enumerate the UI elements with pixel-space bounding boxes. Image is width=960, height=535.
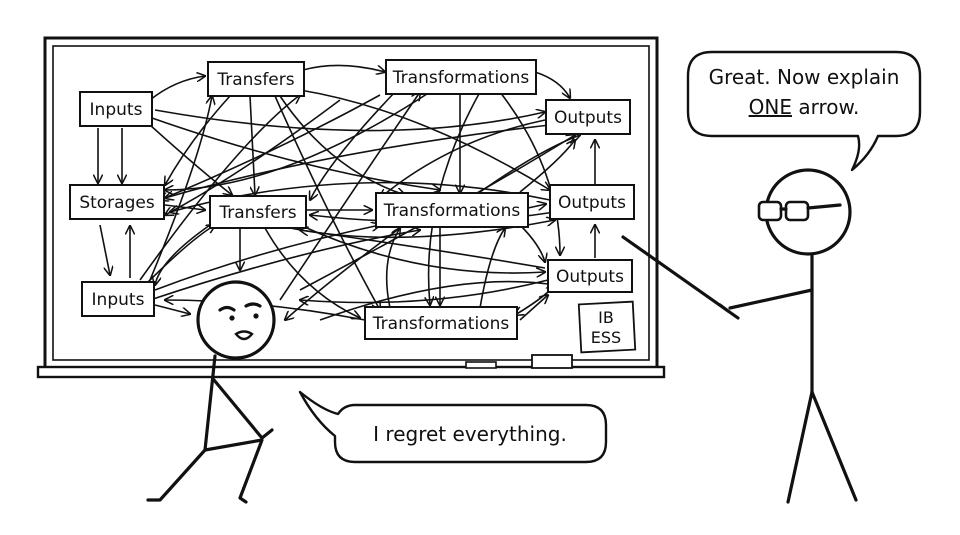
arrow bbox=[527, 204, 546, 208]
student-head bbox=[196, 280, 276, 360]
box-label: Transfers bbox=[218, 203, 296, 223]
arrow bbox=[139, 95, 300, 281]
box-label: Transformations bbox=[383, 201, 521, 221]
box-label: Outputs bbox=[556, 267, 624, 287]
teacher-speech-bubble: Great. Now explain ONE arrow. bbox=[686, 50, 922, 172]
student-left-brow bbox=[218, 305, 236, 312]
arrow bbox=[154, 304, 190, 314]
arrow bbox=[154, 225, 380, 291]
arrow bbox=[519, 224, 545, 262]
arrow bbox=[99, 224, 110, 275]
box-label: Inputs bbox=[90, 100, 143, 120]
arrow bbox=[165, 99, 341, 215]
arrow bbox=[249, 95, 255, 195]
arrow bbox=[479, 228, 505, 309]
box-storages-1: Storages bbox=[69, 184, 165, 220]
teacher-figure bbox=[621, 168, 858, 504]
arrow bbox=[155, 224, 211, 285]
box-outputs-1: Outputs bbox=[545, 99, 631, 135]
arrow bbox=[285, 227, 401, 320]
arrow bbox=[299, 224, 545, 273]
student-figure bbox=[146, 280, 276, 504]
box-outputs-3: Outputs bbox=[547, 259, 633, 293]
arrow bbox=[165, 95, 231, 185]
box-transfers-1: Transfers bbox=[207, 61, 305, 97]
arrow bbox=[519, 140, 575, 193]
teacher-line-2: ONE arrow. bbox=[749, 95, 860, 119]
box-label: Outputs bbox=[558, 193, 626, 213]
marker bbox=[465, 361, 497, 369]
box-transformations-1: Transformations bbox=[385, 59, 537, 95]
box-inputs-2: Inputs bbox=[81, 281, 155, 317]
arrow bbox=[165, 124, 551, 198]
arrow bbox=[380, 119, 546, 198]
box-label: Transformations bbox=[392, 68, 530, 88]
box-inputs-1: Inputs bbox=[79, 91, 153, 127]
arrow bbox=[149, 96, 212, 281]
glasses-icon bbox=[757, 200, 783, 222]
box-transformations-2: Transformations bbox=[375, 192, 529, 228]
arrow bbox=[319, 282, 555, 321]
box-label: Storages bbox=[79, 193, 155, 213]
student-line: I regret everything. bbox=[373, 422, 567, 446]
arrow bbox=[165, 91, 431, 190]
box-label: Outputs bbox=[554, 108, 622, 128]
box-label: Inputs bbox=[92, 290, 145, 310]
box-transfers-2: Transfers bbox=[209, 195, 307, 229]
arrow bbox=[274, 95, 380, 310]
arrow bbox=[149, 76, 205, 101]
teacher-tail: arrow. bbox=[792, 95, 859, 119]
student-speech-bubble: I regret everything. bbox=[298, 390, 608, 464]
arrow-tangle bbox=[98, 64, 595, 321]
box-label: Transformations bbox=[372, 314, 510, 334]
eraser bbox=[531, 354, 573, 369]
arrow bbox=[519, 295, 548, 321]
arrow bbox=[534, 71, 570, 98]
box-label: Transfers bbox=[216, 70, 294, 90]
ib-ess-line1: IB bbox=[598, 308, 614, 327]
ib-ess-label: IB ESS bbox=[577, 300, 637, 354]
teacher-emphasis: ONE bbox=[749, 95, 792, 119]
teacher-line-1: Great. Now explain bbox=[709, 65, 900, 89]
arrow bbox=[300, 279, 549, 303]
ib-ess-line2: ESS bbox=[591, 328, 621, 347]
box-transformations-3: Transformations bbox=[364, 306, 518, 340]
arrow bbox=[310, 91, 396, 200]
box-outputs-2: Outputs bbox=[549, 184, 635, 220]
arrow bbox=[302, 64, 385, 72]
arrow bbox=[279, 92, 420, 301]
arrow bbox=[160, 94, 381, 200]
arrow bbox=[149, 124, 232, 195]
whiteboard-tray bbox=[36, 365, 666, 379]
student-mouth bbox=[234, 330, 254, 341]
arrow bbox=[149, 230, 420, 301]
